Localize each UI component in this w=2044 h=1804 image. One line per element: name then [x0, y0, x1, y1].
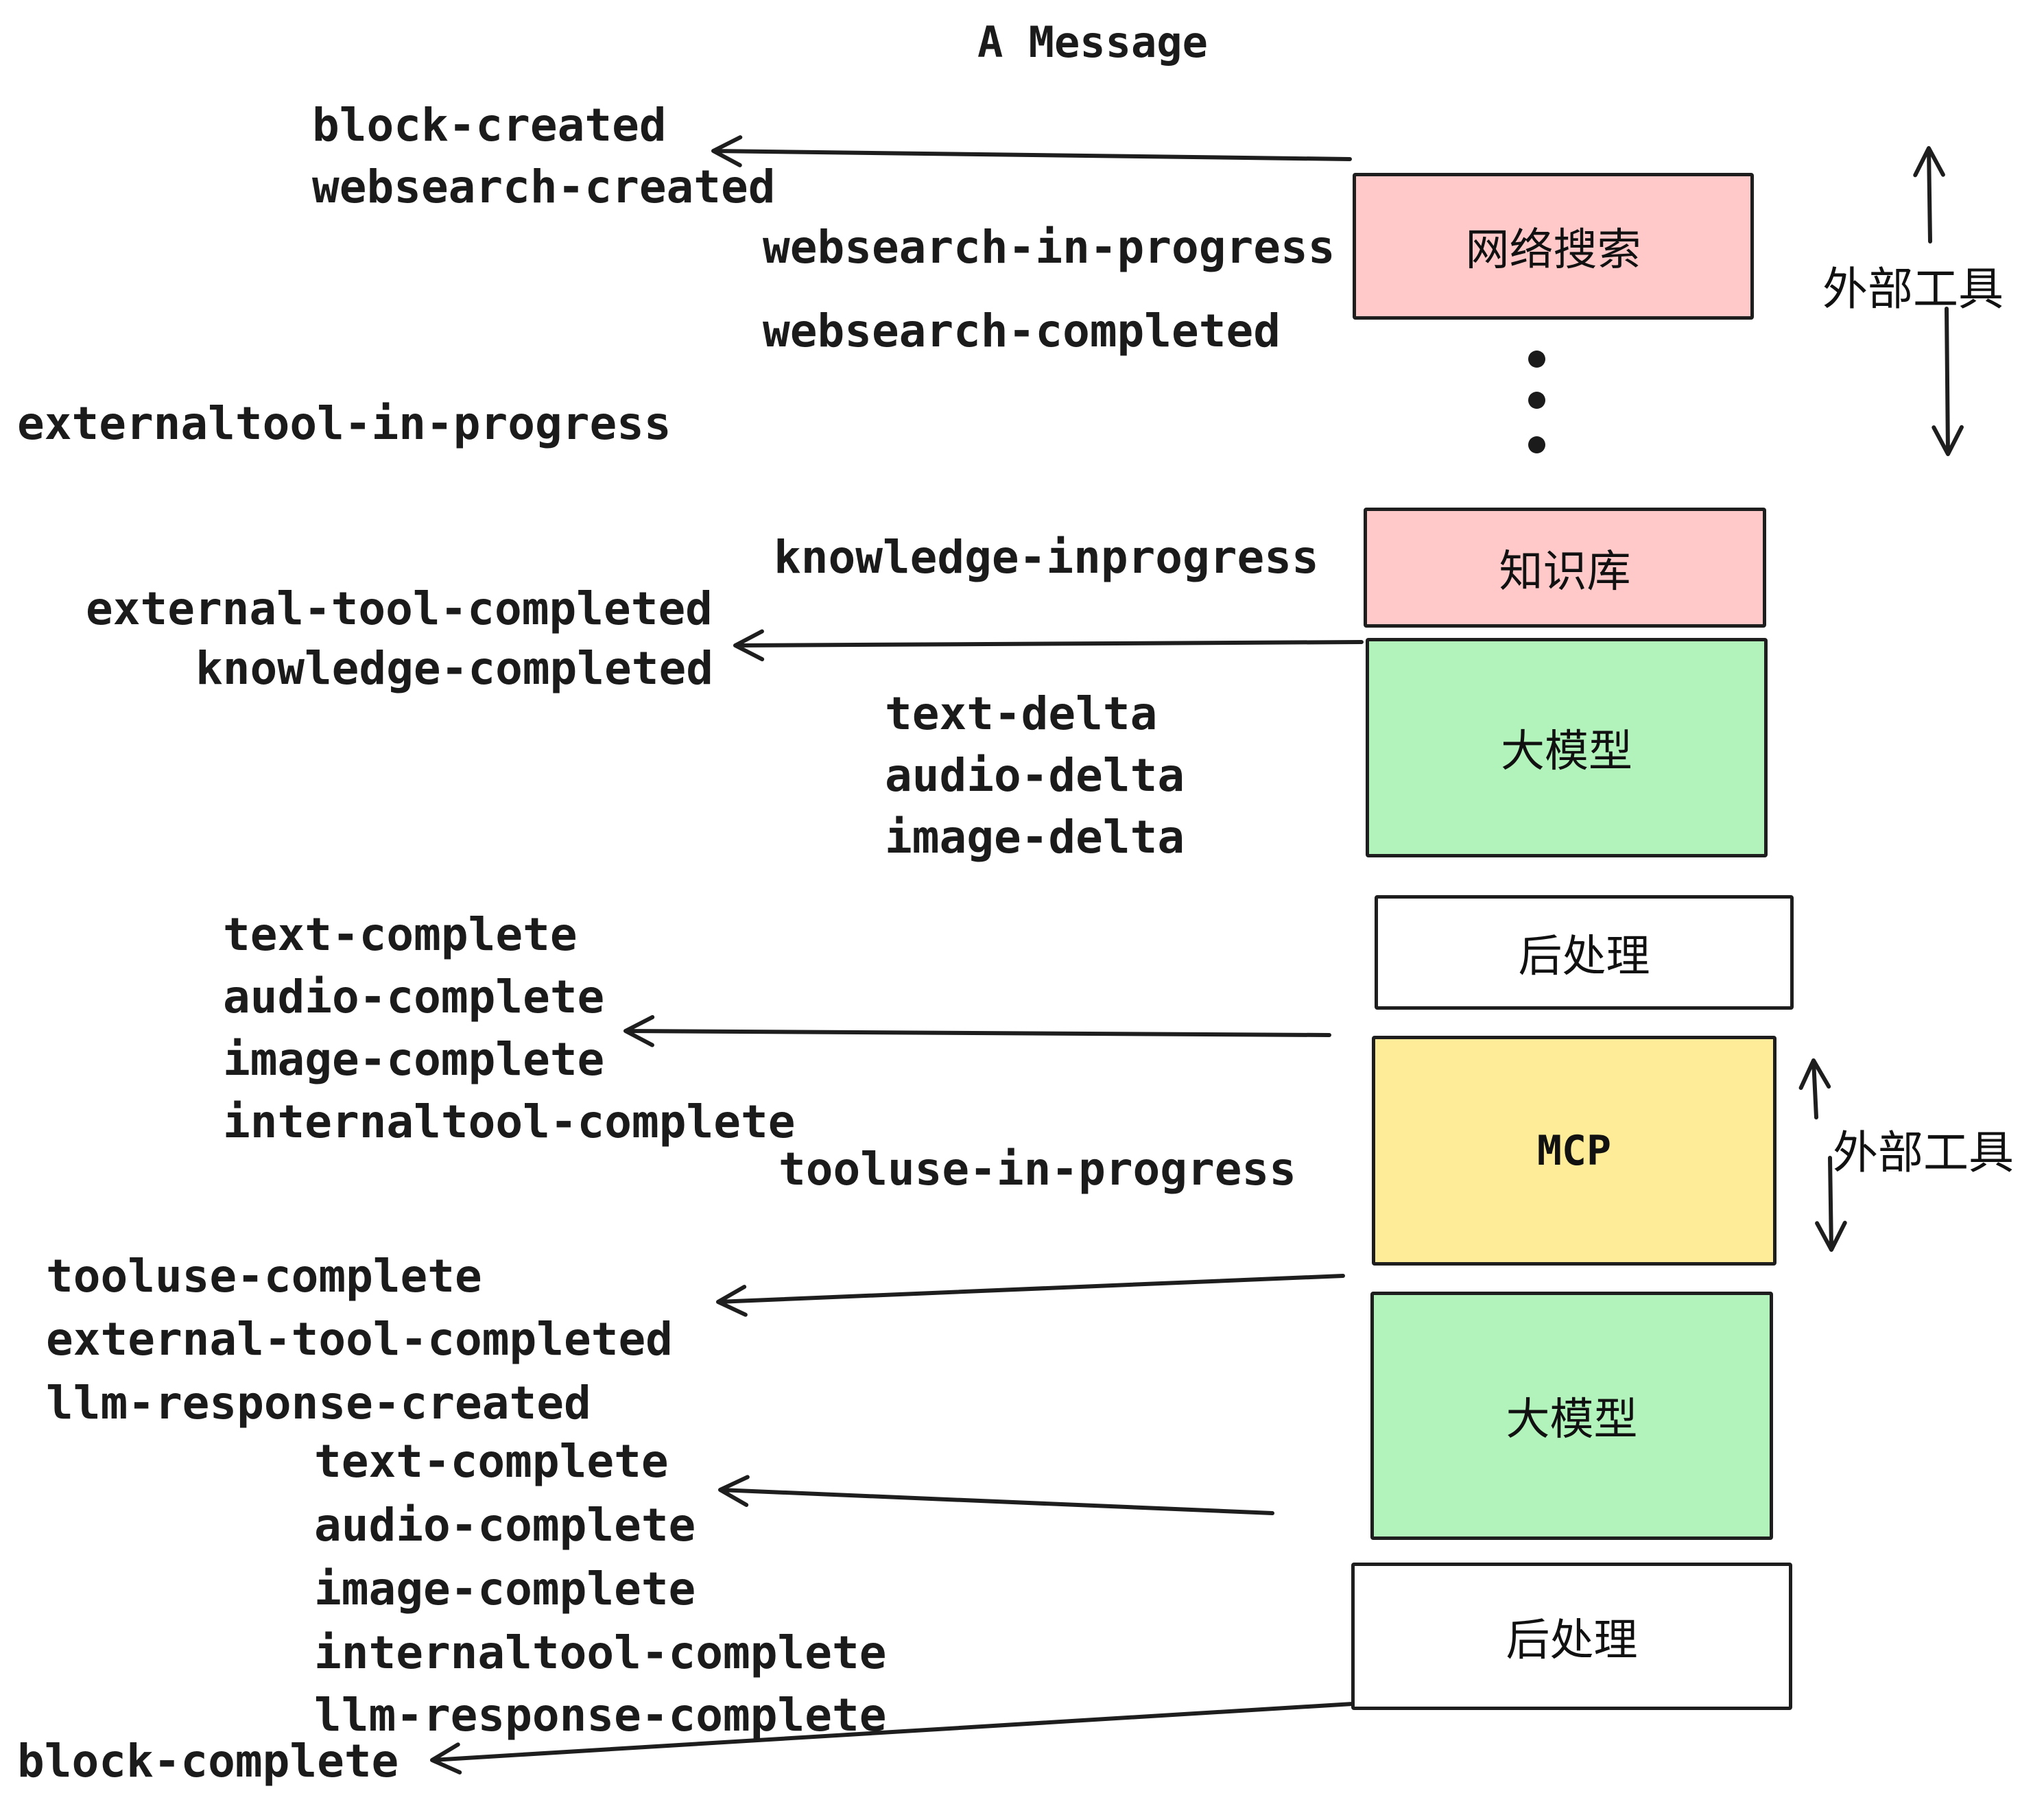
node-postprocess-box-1: 后处理	[1375, 895, 1794, 1010]
arrow	[1913, 146, 1945, 244]
node-postprocess-box-2: 后处理	[1351, 1563, 1792, 1710]
event-label-knowledge-inprogress: knowledge-inprogress	[774, 531, 1319, 584]
node-llm-box-2: 大模型	[1370, 1292, 1773, 1540]
event-label-text-complete: text-complete	[223, 908, 578, 961]
ellipsis-dot	[1528, 436, 1545, 453]
event-label-websearch-completed: websearch-completed	[763, 305, 1281, 357]
node-websearch-box: 网络搜索	[1353, 173, 1754, 320]
event-label-internaltool-complete-2: internaltool-complete	[314, 1626, 887, 1679]
event-label-image-complete: image-complete	[223, 1033, 605, 1086]
node-websearch-label: 网络搜索	[1465, 225, 1641, 274]
node-postprocess-label-1: 后处理	[1518, 931, 1650, 981]
event-label-text-complete-2: text-complete	[314, 1435, 669, 1488]
event-label-image-delta: image-delta	[885, 811, 1185, 864]
arrow	[623, 1014, 1331, 1047]
node-llm-label-2: 大模型	[1506, 1394, 1638, 1444]
event-label-websearch-created: websearch-created	[312, 161, 776, 213]
event-label-block-created: block-created	[312, 99, 667, 152]
side-label-external-tools-2: 外部工具	[1833, 1127, 2014, 1178]
arrow	[716, 1274, 1345, 1317]
event-label-websearch-in-progress: websearch-in-progress	[763, 221, 1335, 274]
event-label-audio-delta: audio-delta	[885, 749, 1185, 802]
event-label-tooluse-in-progress: tooluse-in-progress	[779, 1143, 1296, 1196]
event-label-llm-response-created: llm-response-created	[46, 1377, 591, 1429]
arrow	[1932, 307, 1964, 456]
event-label-image-complete-2: image-complete	[314, 1563, 696, 1615]
node-postprocess-label-2: 后处理	[1506, 1615, 1638, 1665]
event-label-tooluse-complete: tooluse-complete	[46, 1250, 482, 1303]
event-label-llm-response-complete: llm-response-complete	[314, 1689, 887, 1742]
node-knowledge-box: 知识库	[1364, 508, 1766, 628]
arrow	[718, 1475, 1274, 1515]
node-llm-box-1: 大模型	[1366, 638, 1768, 857]
event-label-text-delta: text-delta	[885, 687, 1158, 740]
event-label-audio-complete: audio-complete	[223, 971, 605, 1023]
arrow	[733, 629, 1364, 662]
side-label-external-tools-1: 外部工具	[1822, 263, 2004, 314]
event-label-knowledge-completed: knowledge-completed	[195, 642, 713, 695]
ellipsis-dot	[1528, 392, 1545, 409]
event-label-externaltool-in-progress: externaltool-in-progress	[17, 397, 672, 450]
ellipsis-dot	[1528, 351, 1545, 368]
event-label-audio-complete-2: audio-complete	[314, 1499, 696, 1552]
event-label-external-tool-completed-2: external-tool-completed	[46, 1313, 673, 1366]
event-label-block-complete: block-complete	[17, 1735, 399, 1788]
arrow	[1798, 1058, 1831, 1119]
event-label-internaltool-complete: internaltool-complete	[223, 1095, 796, 1148]
node-knowledge-label: 知识库	[1499, 546, 1631, 596]
arrow	[711, 135, 1352, 167]
node-llm-label-1: 大模型	[1501, 726, 1632, 776]
node-mcp-box: MCP	[1372, 1036, 1776, 1266]
event-label-external-tool-completed: external-tool-completed	[86, 582, 713, 635]
diagram-title: A Message	[977, 17, 1208, 67]
node-mcp-label: MCP	[1536, 1126, 1612, 1175]
